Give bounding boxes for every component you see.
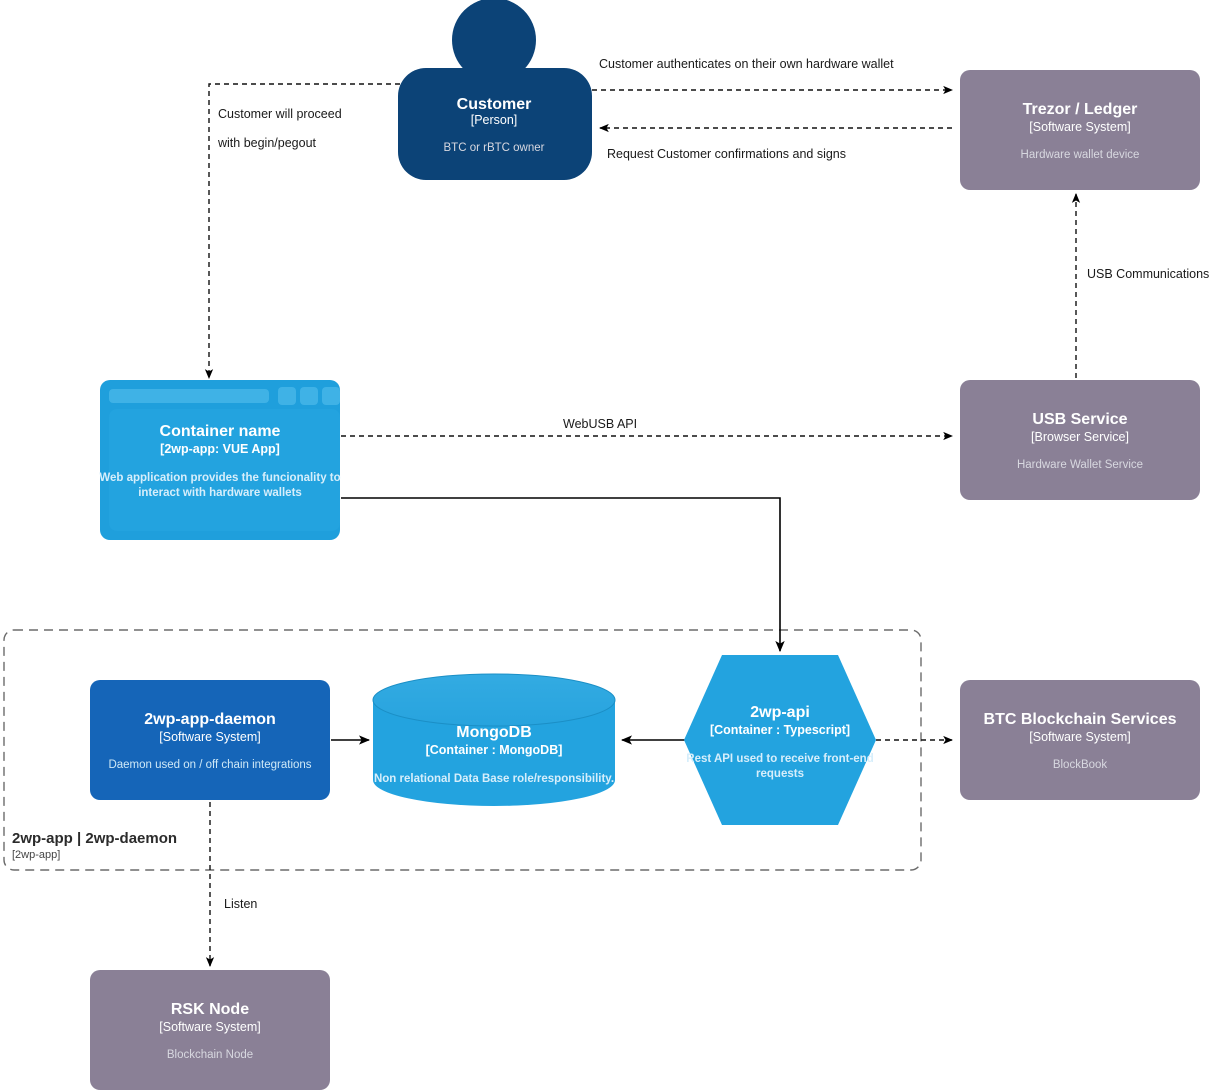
node-container-name-description-line1: Web application provides the funcionalit… [99, 472, 340, 484]
node-2wp-api-subtitle: [Container : Typescript] [710, 723, 850, 737]
browser-viewport [109, 409, 340, 531]
edge-customer-to-app: Customer will proceed with begin/pegout [204, 83, 400, 379]
node-trezor-ledger[interactable]: Trezor / Ledger [Software System] Hardwa… [960, 70, 1200, 190]
node-container-name-subtitle: [2wp-app: VUE App] [160, 442, 280, 456]
node-rsk-node-title: RSK Node [171, 1001, 249, 1018]
node-mongodb-title: MongoDB [456, 724, 532, 741]
node-btc-blockchain-services-description: BlockBook [1053, 759, 1108, 771]
node-rsk-node[interactable]: RSK Node [Software System] Blockchain No… [90, 970, 330, 1090]
edge-customer-to-trezor: Customer authenticates on their own hard… [592, 57, 953, 95]
node-mongodb-description: Non relational Data Base role/responsibi… [374, 773, 614, 785]
node-2wp-api-title: 2wp-api [750, 704, 810, 721]
node-trezor-ledger-subtitle: [Software System] [1029, 120, 1130, 134]
edge-label-usb-communications: USB Communications [1087, 267, 1209, 281]
browser-button-close-icon[interactable] [322, 387, 340, 405]
edge-app-to-usb-service: WebUSB API [341, 417, 953, 441]
browser-address-bar [109, 389, 269, 403]
boundary-subtitle: [2wp-app] [12, 849, 60, 861]
node-btc-blockchain-services[interactable]: BTC Blockchain Services [Software System… [960, 680, 1200, 800]
node-container-name[interactable]: Container name [2wp-app: VUE App] Web ap… [99, 380, 341, 540]
edge-usb-service-to-trezor: USB Communications [1071, 193, 1209, 378]
node-container-name-description-line2: interact with hardware wallets [138, 487, 302, 499]
node-btc-blockchain-services-subtitle: [Software System] [1029, 730, 1130, 744]
edge-label-webusb-api: WebUSB API [563, 417, 637, 431]
boundary-2wp-app: 2wp-app | 2wp-daemon [2wp-app] [3, 629, 922, 871]
edge-trezor-to-customer: Request Customer confirmations and signs [599, 123, 952, 161]
node-customer-subtitle: [Person] [471, 113, 518, 127]
node-2wp-app-daemon-description: Daemon used on / off chain integrations [108, 759, 311, 771]
edge-label-customer-will-proceed-1: Customer will proceed [218, 107, 342, 121]
node-btc-blockchain-services-title: BTC Blockchain Services [984, 711, 1177, 728]
edge-label-customer-will-proceed-2: with begin/pegout [217, 136, 317, 150]
node-mongodb-subtitle: [Container : MongoDB] [426, 743, 563, 757]
node-2wp-app-daemon-subtitle: [Software System] [159, 730, 260, 744]
edge-app-to-api [341, 497, 785, 653]
node-usb-service-description: Hardware Wallet Service [1017, 459, 1143, 471]
node-rsk-node-description: Blockchain Node [167, 1049, 253, 1061]
edge-label-listen: Listen [224, 897, 257, 911]
node-customer[interactable]: Customer [Person] BTC or rBTC owner [398, 0, 592, 180]
node-2wp-api-description-line2: requests [756, 768, 804, 780]
node-2wp-app-daemon[interactable]: 2wp-app-daemon [Software System] Daemon … [90, 680, 330, 800]
node-usb-service-subtitle: [Browser Service] [1031, 430, 1129, 444]
node-trezor-ledger-description: Hardware wallet device [1021, 149, 1140, 161]
boundary-title: 2wp-app | 2wp-daemon [12, 830, 177, 847]
node-2wp-api-description-line1: Rest API used to receive front-end [686, 753, 873, 765]
node-customer-description: BTC or rBTC owner [444, 142, 545, 154]
node-usb-service[interactable]: USB Service [Browser Service] Hardware W… [960, 380, 1200, 500]
node-container-name-title: Container name [160, 423, 281, 440]
node-rsk-node-subtitle: [Software System] [159, 1020, 260, 1034]
node-usb-service-title: USB Service [1032, 411, 1127, 428]
edge-label-request-confirmations: Request Customer confirmations and signs [607, 147, 846, 161]
node-2wp-app-daemon-title: 2wp-app-daemon [144, 711, 276, 728]
browser-button-minimize-icon[interactable] [278, 387, 296, 405]
node-customer-title: Customer [457, 96, 532, 113]
edge-daemon-to-rsk-node: Listen [205, 802, 257, 967]
browser-button-maximize-icon[interactable] [300, 387, 318, 405]
node-trezor-ledger-title: Trezor / Ledger [1023, 101, 1138, 118]
edge-label-customer-authenticates: Customer authenticates on their own hard… [599, 57, 894, 71]
node-2wp-api[interactable]: 2wp-api [Container : Typescript] Rest AP… [684, 655, 876, 825]
node-mongodb[interactable]: MongoDB [Container : MongoDB] Non relati… [372, 673, 616, 806]
